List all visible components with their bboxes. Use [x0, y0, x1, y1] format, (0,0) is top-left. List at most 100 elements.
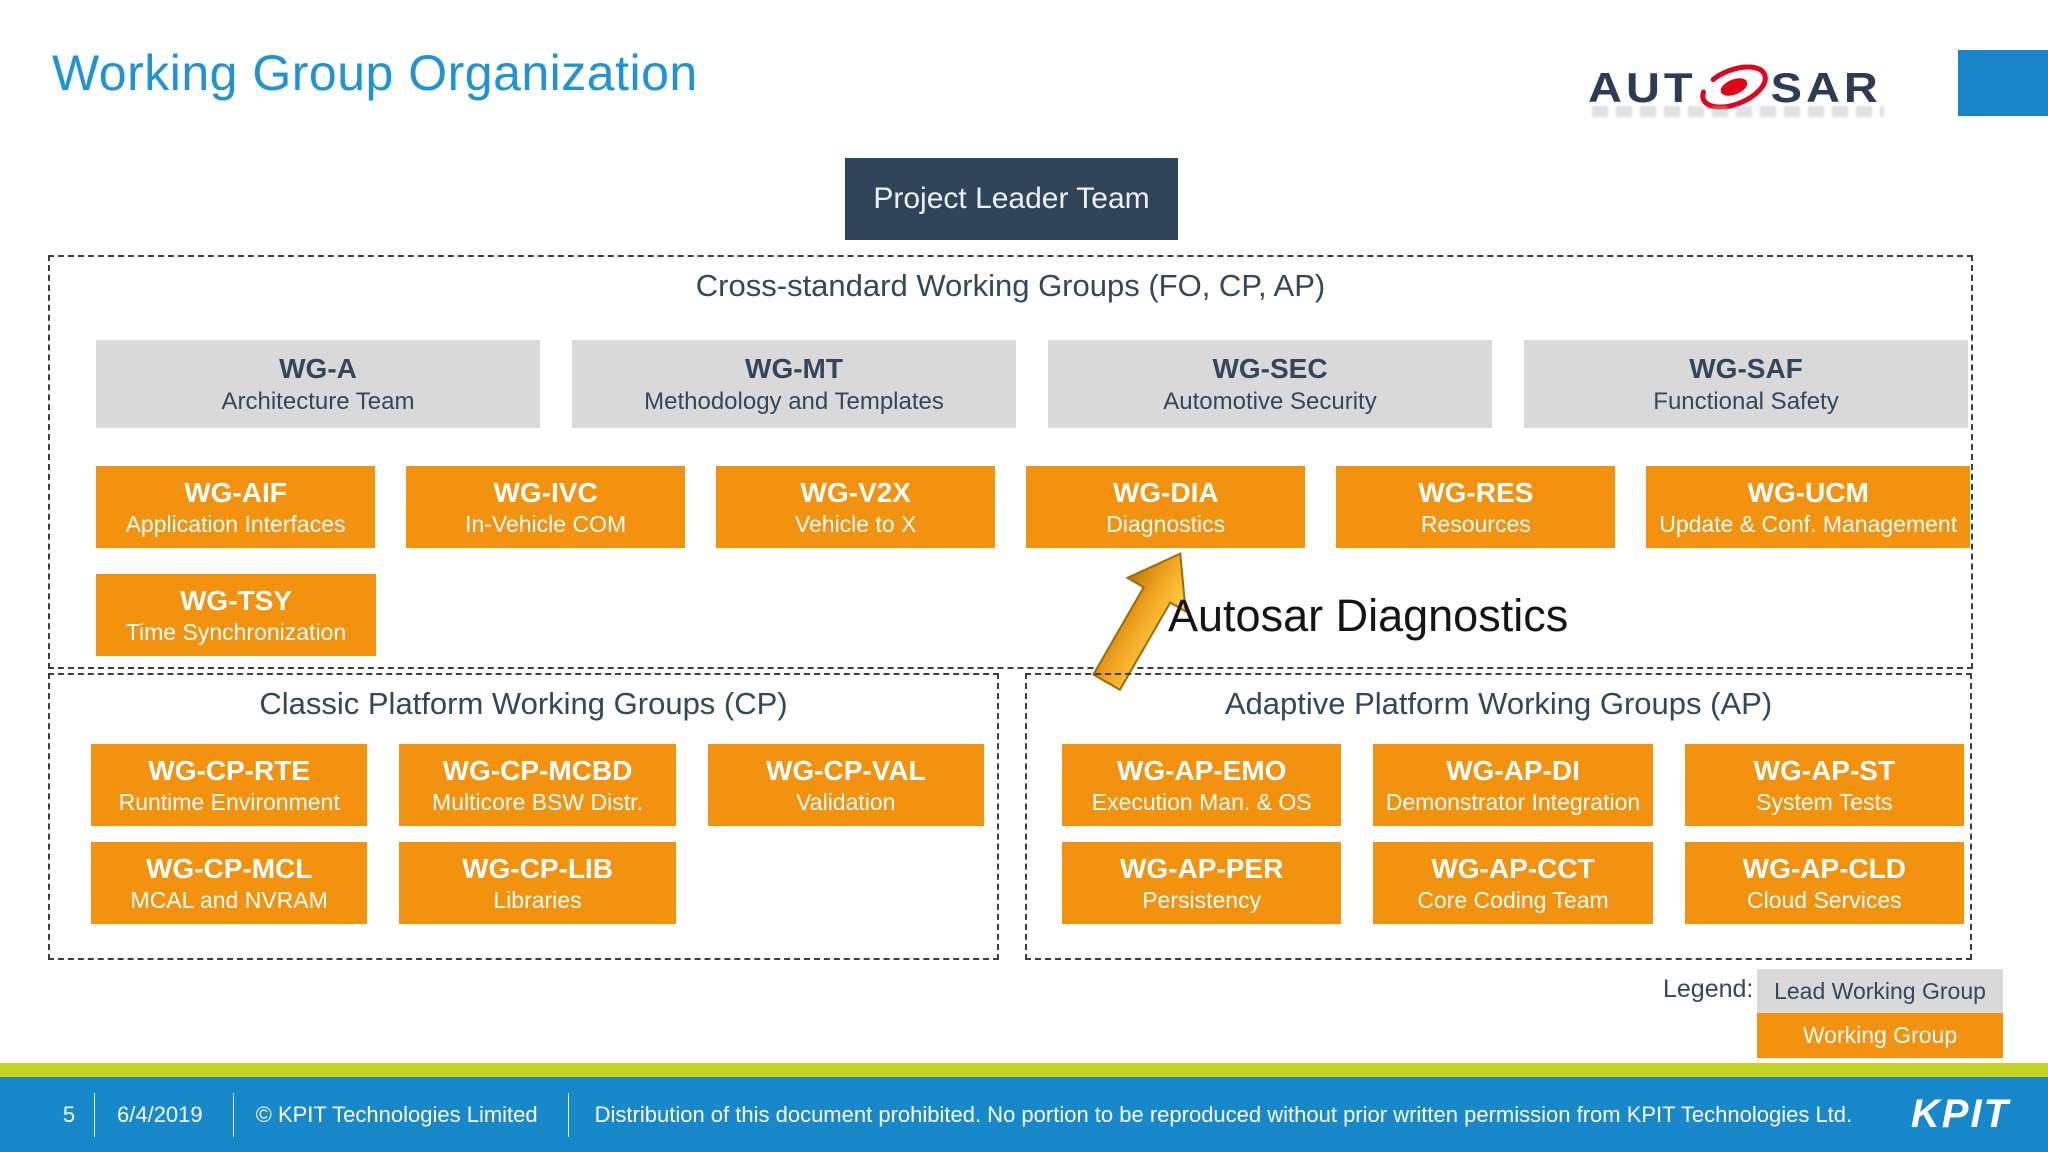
footer-disclaimer: Distribution of this document prohibited…	[594, 1101, 1853, 1127]
wg-box-wg-res: WG-RES Resources	[1336, 466, 1616, 548]
footer-date: 6/4/2019	[117, 1101, 203, 1127]
wg-code: WG-IVC	[493, 476, 598, 508]
wg-name: Time Synchronization	[125, 618, 347, 645]
wg-name: Persistency	[1142, 886, 1262, 913]
wg-code: WG-UCM	[1747, 476, 1869, 508]
wg-code: WG-AP-CLD	[1742, 852, 1906, 884]
project-leader-team-box: Project Leader Team	[845, 158, 1178, 240]
autosar-swirl-icon	[1699, 64, 1768, 110]
wg-code: WG-TSY	[180, 584, 292, 616]
wg-name: Diagnostics	[1106, 510, 1226, 537]
classic-row-1: WG-CP-RTE Runtime Environment WG-CP-MCBD…	[91, 744, 984, 826]
autosar-logo: AUT SAR	[1588, 56, 1882, 118]
blue-corner-decoration	[1958, 50, 2048, 116]
wg-code: WG-AP-ST	[1753, 754, 1896, 786]
wg-code: WG-CP-RTE	[148, 754, 311, 786]
wg-code: WG-SEC	[1212, 352, 1328, 384]
wg-code: WG-CP-MCL	[145, 852, 313, 884]
autosar-logo-left-text: AUT	[1588, 63, 1697, 111]
wg-name: Functional Safety	[1653, 387, 1839, 415]
autosar-tagline-faded	[1592, 106, 1884, 117]
wg-box-wg-cp-lib: WG-CP-LIB Libraries	[399, 842, 676, 924]
wg-code: WG-CP-MCBD	[442, 754, 633, 786]
wg-name: Demonstrator Integration	[1385, 788, 1641, 815]
wg-box-wg-ap-per: WG-AP-PER Persistency	[1062, 842, 1342, 924]
autosar-logo-right-text: SAR	[1770, 63, 1882, 111]
wg-code: WG-AP-DI	[1446, 754, 1580, 786]
cross-groups-row: WG-AIF Application Interfaces WG-IVC In-…	[96, 466, 1971, 548]
wg-name: Libraries	[493, 886, 582, 913]
wg-name: Cloud Services	[1746, 886, 1902, 913]
wg-code: WG-AIF	[184, 476, 287, 508]
wg-name: Vehicle to X	[794, 510, 917, 537]
wg-box-wg-ap-di: WG-AP-DI Demonstrator Integration	[1373, 744, 1653, 826]
wg-code: WG-AP-EMO	[1116, 754, 1287, 786]
legend-lead-working-group: Lead Working Group	[1757, 969, 2003, 1013]
footer-divider	[232, 1092, 234, 1137]
classic-row-2: WG-CP-MCL MCAL and NVRAM WG-CP-LIB Libra…	[91, 842, 984, 924]
cross-standard-title: Cross-standard Working Groups (FO, CP, A…	[695, 268, 1326, 303]
wg-box-wg-ap-st: WG-AP-ST System Tests	[1684, 744, 1964, 826]
wg-name: MCAL and NVRAM	[130, 886, 328, 913]
wg-code: WG-AP-CCT	[1431, 852, 1595, 884]
wg-box-wg-cp-mcbd: WG-CP-MCBD Multicore BSW Distr.	[399, 744, 676, 826]
wg-box-wg-saf: WG-SAF Functional Safety	[1524, 340, 1968, 428]
wg-box-wg-ap-cld: WG-AP-CLD Cloud Services	[1684, 842, 1964, 924]
annotation-text: Autosar Diagnostics	[1168, 590, 1569, 641]
wg-box-wg-ucm: WG-UCM Update & Conf. Management	[1646, 466, 1971, 548]
wg-box-wg-mt: WG-MT Methodology and Templates	[572, 340, 1016, 428]
wg-name: Execution Man. & OS	[1091, 788, 1312, 815]
wg-name: Application Interfaces	[125, 510, 346, 537]
wg-code: WG-A	[279, 352, 357, 384]
legend-label: Legend:	[1663, 975, 1754, 1003]
wg-code: WG-RES	[1418, 476, 1534, 508]
wg-name: In-Vehicle COM	[465, 510, 627, 537]
lead-groups-row: WG-A Architecture Team WG-MT Methodology…	[96, 340, 1968, 428]
wg-name: Automotive Security	[1163, 387, 1377, 415]
wg-code: WG-CP-LIB	[462, 852, 613, 884]
wg-box-wg-ap-emo: WG-AP-EMO Execution Man. & OS	[1062, 744, 1342, 826]
footer-copyright: © KPIT Technologies Limited	[255, 1101, 538, 1127]
footer: 5 6/4/2019 © KPIT Technologies Limited D…	[0, 1077, 2048, 1152]
wg-name: System Tests	[1756, 788, 1893, 815]
cross-standard-container: Cross-standard Working Groups (FO, CP, A…	[48, 255, 1973, 669]
adaptive-platform-title: Adaptive Platform Working Groups (AP)	[1224, 686, 1773, 721]
wg-box-wg-dia: WG-DIA Diagnostics	[1026, 466, 1306, 548]
adaptive-row-1: WG-AP-EMO Execution Man. & OS WG-AP-DI D…	[1062, 744, 1964, 826]
wg-name: Architecture Team	[221, 387, 415, 415]
wg-code: WG-DIA	[1112, 476, 1219, 508]
wg-name: Core Coding Team	[1417, 886, 1609, 913]
footer-divider	[567, 1092, 569, 1137]
wg-name: Update & Conf. Management	[1659, 510, 1958, 537]
wg-name: Validation	[796, 788, 896, 815]
footer-divider	[94, 1092, 95, 1137]
wg-box-wg-a: WG-A Architecture Team	[96, 340, 540, 428]
wg-box-wg-cp-val: WG-CP-VAL Validation	[707, 744, 984, 826]
wg-name: Methodology and Templates	[644, 387, 944, 415]
wg-box-wg-v2x: WG-V2X Vehicle to X	[716, 466, 996, 548]
page-title: Working Group Organization	[52, 45, 698, 101]
wg-box-wg-ap-cct: WG-AP-CCT Core Coding Team	[1373, 842, 1653, 924]
kpit-logo: KPIT	[1910, 1092, 2010, 1136]
wg-box-wg-sec: WG-SEC Automotive Security	[1048, 340, 1492, 428]
wg-box-wg-aif: WG-AIF Application Interfaces	[96, 466, 376, 548]
legend-working-group: Working Group	[1757, 1013, 2003, 1058]
wg-box-wg-cp-rte: WG-CP-RTE Runtime Environment	[91, 744, 368, 826]
page-number: 5	[62, 1101, 76, 1127]
adaptive-platform-container: Adaptive Platform Working Groups (AP) WG…	[1025, 673, 1972, 960]
wg-code: WG-AP-PER	[1120, 852, 1284, 884]
wg-name: Multicore BSW Distr.	[432, 788, 643, 815]
footer-accent-bar	[0, 1063, 2048, 1077]
classic-platform-title: Classic Platform Working Groups (CP)	[259, 686, 788, 721]
adaptive-row-2: WG-AP-PER Persistency WG-AP-CCT Core Cod…	[1062, 842, 1964, 924]
wg-code: WG-V2X	[800, 476, 911, 508]
wg-code: WG-MT	[745, 352, 843, 384]
wg-code: WG-SAF	[1689, 352, 1803, 384]
annotation-arrow-icon	[1042, 536, 1202, 694]
classic-platform-container: Classic Platform Working Groups (CP) WG-…	[48, 673, 999, 960]
wg-box-wg-tsy: WG-TSY Time Synchronization	[96, 574, 376, 656]
wg-name: Resources	[1420, 510, 1531, 537]
wg-name: Runtime Environment	[118, 788, 340, 815]
wg-code: WG-CP-VAL	[765, 754, 926, 786]
